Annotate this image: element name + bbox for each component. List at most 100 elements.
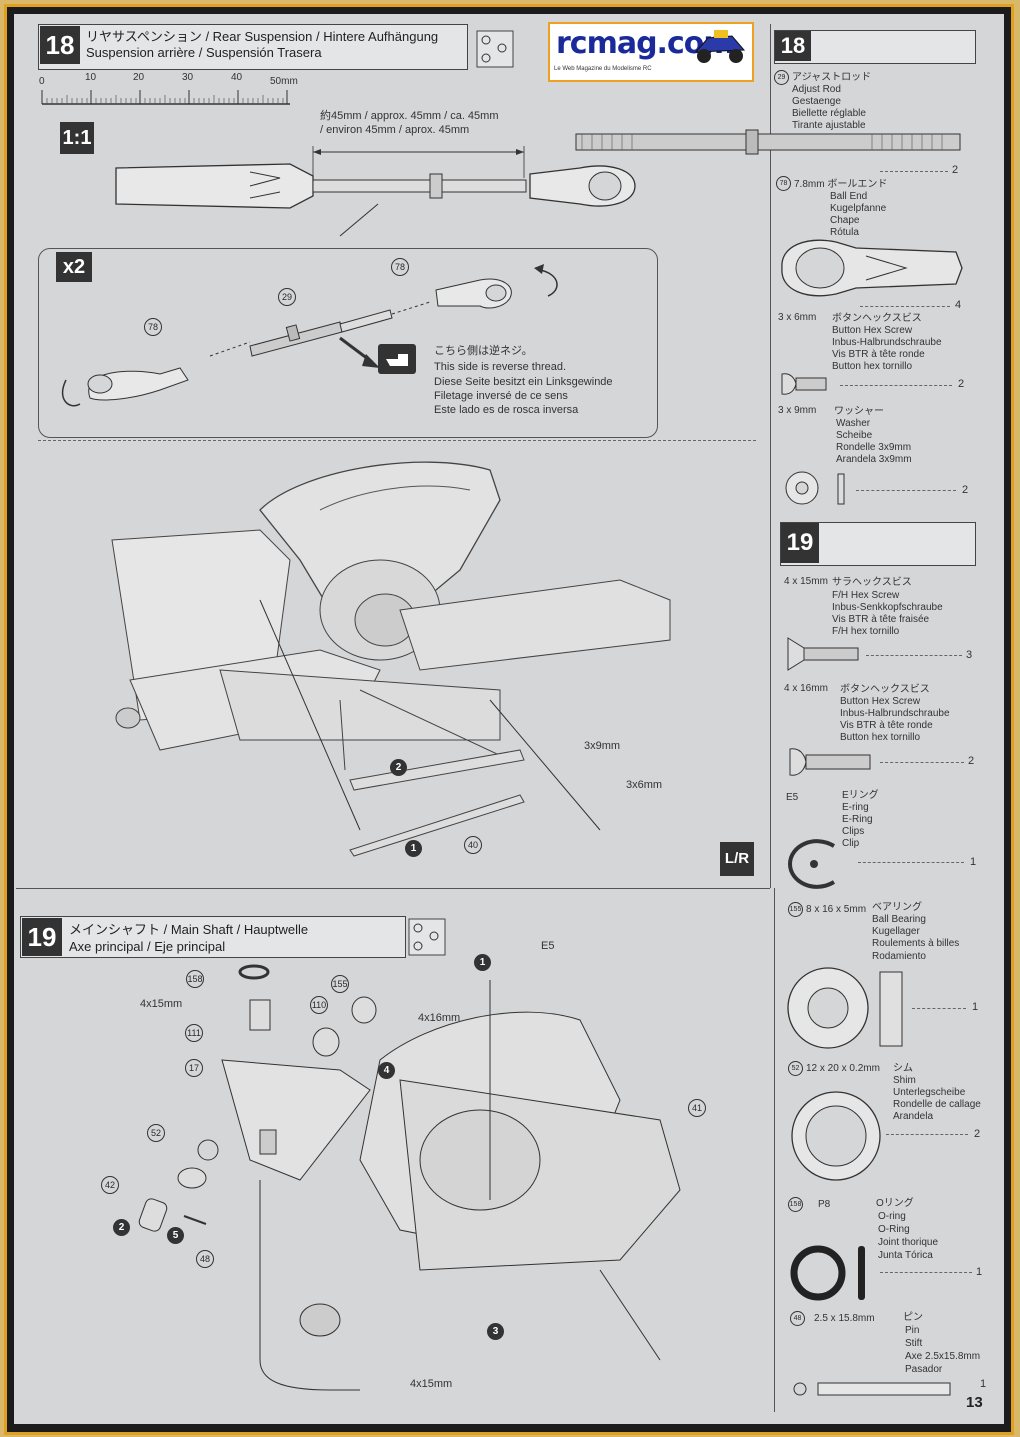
pin-name-es: Pasador	[905, 1364, 943, 1375]
o-ring-name-fr: Joint thorique	[878, 1237, 939, 1248]
fh-screw-name-en: F/H Hex Screw	[832, 590, 900, 601]
part-111-callout: 111	[185, 1024, 203, 1042]
e-ring-name-fr: Clips	[842, 826, 865, 837]
e-ring-leader	[858, 862, 964, 863]
ruler-label-20: 20	[133, 72, 145, 83]
adjust-rod-leader	[880, 171, 948, 172]
adjust-rod-name-fr: Biellette réglable	[792, 108, 866, 119]
ball-end-name-es: Rótula	[830, 227, 859, 238]
ball-bearing-drawing	[787, 967, 903, 1049]
washer-name-es: Arandela 3x9mm	[836, 454, 912, 465]
part-158-callout: 158	[186, 970, 204, 988]
length-label-line1: 約45mm / approx. 45mm / ca. 45mm	[320, 110, 499, 122]
rc-car-logo-icon	[694, 30, 746, 63]
label-4x16mm: 4x16mm	[418, 1012, 461, 1024]
o-ring-leader	[880, 1272, 972, 1273]
step19-title-box	[20, 916, 406, 958]
o-ring-name-de: O-Ring	[878, 1224, 910, 1235]
ball-end-name-de: Kugelpfanne	[830, 203, 887, 214]
fh-screw-size: 4 x 15mm	[784, 576, 828, 587]
callout-1-step18: 1	[405, 840, 422, 857]
ball-end-leader	[860, 306, 950, 307]
e-ring-name-de: E-Ring	[842, 814, 873, 825]
ball-end-name-fr: Chape	[830, 215, 860, 226]
button-screw-4x16-name-fr: Vis BTR à tête ronde	[840, 720, 933, 731]
ball-end-name-jp: 7.8mm ボールエンド	[794, 179, 888, 190]
button-screw-4x16-name-de: Inbus-Halbrundschraube	[840, 708, 950, 719]
part-40-callout: 40	[464, 836, 482, 854]
step18-number: 18	[40, 26, 80, 64]
sidebar-part-52-badge: 52	[788, 1061, 803, 1076]
e-ring-qty: 1	[970, 856, 977, 868]
adjust-rod-name-es: Tirante ajustable	[792, 120, 866, 131]
step18-divider	[38, 440, 756, 441]
washer-3x9-drawing	[785, 471, 845, 505]
column-divider-top	[770, 24, 771, 888]
button-screw-3x6-qty: 2	[958, 378, 965, 390]
ball-end-qty: 4	[955, 299, 962, 311]
rcmag-logo: rcmag.com Le Web Magazine du Modelisme R…	[548, 22, 754, 82]
ruler-label-50mm: 50mm	[270, 76, 298, 87]
part-110-callout: 110	[310, 996, 328, 1014]
shim-name-jp: シム	[893, 1063, 913, 1074]
button-screw-3x6-name-de: Inbus-Halbrundschraube	[832, 337, 942, 348]
adjust-rod-name-jp: アジャストロッド	[792, 72, 872, 83]
ruler-label-40: 40	[231, 72, 243, 83]
washer-name-en: Washer	[836, 418, 871, 429]
shim-drawing	[791, 1091, 881, 1181]
ruler-label-0: 0	[39, 76, 45, 87]
button-screw-3x6-name-jp: ボタンヘックスビス	[832, 313, 922, 324]
callout-2-step18: 2	[390, 759, 407, 776]
button-screw-3x6-leader	[840, 385, 952, 386]
washer-name-fr: Rondelle 3x9mm	[836, 442, 912, 453]
shim-name-fr: Rondelle de callage	[893, 1099, 981, 1110]
part-29-callout: 29	[278, 288, 296, 306]
sidebar-part-48-badge: 48	[790, 1311, 805, 1326]
label-4x15mm-top: 4x15mm	[140, 998, 183, 1010]
adjust-rod-name-en: Adjust Rod	[792, 84, 841, 95]
e-ring-drawing	[787, 839, 836, 889]
pin-name-en: Pin	[905, 1325, 920, 1336]
ball-end-part-drawing	[781, 239, 963, 297]
rear-suspension-assembly-drawing	[111, 461, 671, 857]
step18-title-line1: リヤサスペンション / Rear Suspension / Hintere Au…	[86, 29, 439, 44]
left-right-badge: L/R	[720, 842, 754, 876]
button-screw-4x16-drawing	[789, 748, 871, 776]
callout-3-step19: 3	[487, 1323, 504, 1340]
button-screw-4x16-qty: 2	[968, 755, 975, 767]
e-ring-name-es: Clip	[842, 838, 860, 849]
note-line-fr: Filetage inversé de ce sens	[434, 390, 568, 402]
callout-1-step19: 1	[474, 954, 491, 971]
bearing-name-jp: ベアリング	[872, 902, 922, 913]
pin-drawing	[793, 1382, 951, 1396]
sidebar-part-155-badge: 155	[788, 902, 803, 917]
fh-screw-name-jp: サラヘックスビス	[832, 577, 912, 588]
bearing-name-fr: Roulements à billes	[872, 938, 960, 949]
column-divider-bottom	[774, 888, 775, 1412]
part-17-callout: 17	[185, 1059, 203, 1077]
fh-screw-qty: 3	[966, 649, 973, 661]
button-screw-4x16-size: 4 x 16mm	[784, 683, 828, 694]
part-155-callout: 155	[331, 975, 349, 993]
step18-title-line2: Suspension arrière / Suspensión Trasera	[86, 45, 322, 60]
shim-name-de: Unterlegscheibe	[893, 1087, 966, 1098]
ruler-label-10: 10	[85, 72, 97, 83]
tools-icon	[476, 30, 514, 68]
bearing-name-es: Rodamiento	[872, 951, 926, 962]
button-screw-4x16-leader	[880, 762, 964, 763]
step18-title-box	[38, 24, 468, 70]
washer-leader	[856, 490, 956, 491]
shim-name-es: Arandela	[893, 1111, 934, 1122]
callout-4-step19: 4	[378, 1062, 395, 1079]
fh-screw-name-de: Inbus-Senkkopfschraube	[832, 602, 943, 613]
washer-name-de: Scheibe	[836, 430, 873, 441]
bearing-leader	[912, 1008, 966, 1009]
sidebar19-number: 19	[781, 523, 819, 563]
e-ring-name-en: E-ring	[842, 802, 869, 813]
adjust-rod-part-drawing	[575, 129, 961, 155]
pointing-hand-icon	[378, 344, 416, 374]
button-screw-3x6-size: 3 x 6mm	[778, 312, 817, 323]
o-ring-name-en: O-ring	[878, 1211, 906, 1222]
pin-name-jp: ピン	[903, 1312, 923, 1323]
sidebar-part-78-badge: 78	[776, 176, 791, 191]
